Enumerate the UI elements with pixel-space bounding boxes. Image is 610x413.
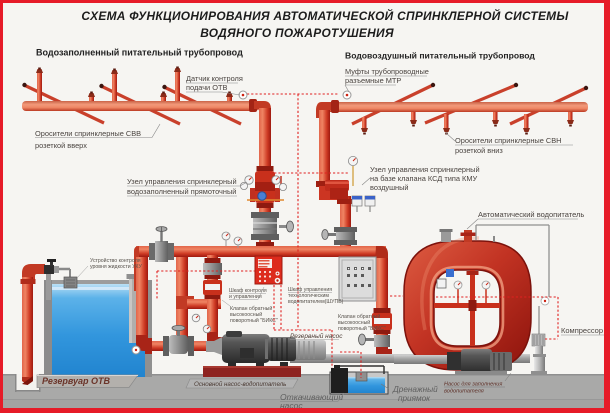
svg-text:технологическим: технологическим <box>288 293 329 299</box>
svg-text:Основной насос-водопитатель: Основной насос-водопитатель <box>194 381 286 388</box>
svg-text:Узел управления спринклерный: Узел управления спринклерный <box>370 165 480 174</box>
svg-text:ВОДЯНОГО ПОЖАРОТУШЕНИЯ: ВОДЯНОГО ПОЖАРОТУШЕНИЯ <box>200 26 394 40</box>
svg-text:Клапан обратный: Клапан обратный <box>230 305 272 312</box>
svg-text:и управления: и управления <box>229 294 262 300</box>
svg-text:подачи ОТВ: подачи ОТВ <box>186 83 228 92</box>
svg-text:поворотный "БИКС": поворотный "БИКС" <box>230 317 278 324</box>
svg-text:Шкаф контроля: Шкаф контроля <box>229 288 267 294</box>
svg-text:Оросители спринклерные СВВ: Оросители спринклерные СВВ <box>35 129 141 138</box>
svg-text:водопитателя: водопитателя <box>444 389 484 395</box>
svg-text:водопитателем(ШУПВ): водопитателем(ШУПВ) <box>288 299 344 305</box>
svg-text:Откачивающий: Откачивающий <box>280 392 343 402</box>
svg-text:разъемные МТР: разъемные МТР <box>345 76 401 85</box>
svg-text:Резервный насос: Резервный насос <box>290 332 343 340</box>
svg-text:Водовоздушный питательный труб: Водовоздушный питательный трубопровод <box>345 51 535 61</box>
svg-text:водозаполненный прямоточный: водозаполненный прямоточный <box>127 187 236 196</box>
svg-text:уровня жидкости УКУ: уровня жидкости УКУ <box>90 264 142 270</box>
svg-text:высокоосный: высокоосный <box>338 319 370 326</box>
svg-text:на базе клапана КСД типа КМУ: на базе клапана КСД типа КМУ <box>370 174 477 183</box>
svg-text:СХЕМА ФУНКЦИОНИРОВАНИЯ АВТОМАТ: СХЕМА ФУНКЦИОНИРОВАНИЯ АВТОМАТИЧЕСКОЙ СП… <box>81 7 569 23</box>
svg-text:Клапан обратный: Клапан обратный <box>338 313 380 320</box>
svg-text:Датчик контроля: Датчик контроля <box>186 74 243 83</box>
svg-text:Насос для заполнения: Насос для заполнения <box>444 382 502 388</box>
svg-text:Оросители спринклерные СВН: Оросители спринклерные СВН <box>455 136 561 145</box>
svg-text:Автоматический водопитатель: Автоматический водопитатель <box>478 210 584 219</box>
svg-text:Устройство контроля: Устройство контроля <box>90 257 141 264</box>
svg-text:Муфты трубопроводные: Муфты трубопроводные <box>345 67 429 76</box>
svg-text:приямок: приямок <box>398 394 431 403</box>
svg-text:Узел управления спринклерный: Узел управления спринклерный <box>127 177 237 186</box>
svg-text:поворотный "БИКС": поворотный "БИКС" <box>338 325 386 332</box>
svg-text:Водозаполненный питательный тр: Водозаполненный питательный трубопровод <box>36 48 243 58</box>
svg-text:Компрессор: Компрессор <box>561 326 603 335</box>
svg-text:розеткой вниз: розеткой вниз <box>455 146 503 155</box>
svg-text:розеткой вверх: розеткой вверх <box>35 141 87 150</box>
svg-text:насос: насос <box>280 401 303 411</box>
svg-text:высокоосный: высокоосный <box>230 311 262 318</box>
svg-text:воздушный: воздушный <box>370 183 409 192</box>
svg-text:Дренажный: Дренажный <box>392 385 438 394</box>
svg-text:Резервуар ОТВ: Резервуар ОТВ <box>42 376 110 386</box>
svg-text:Шкаф управления: Шкаф управления <box>288 287 332 293</box>
